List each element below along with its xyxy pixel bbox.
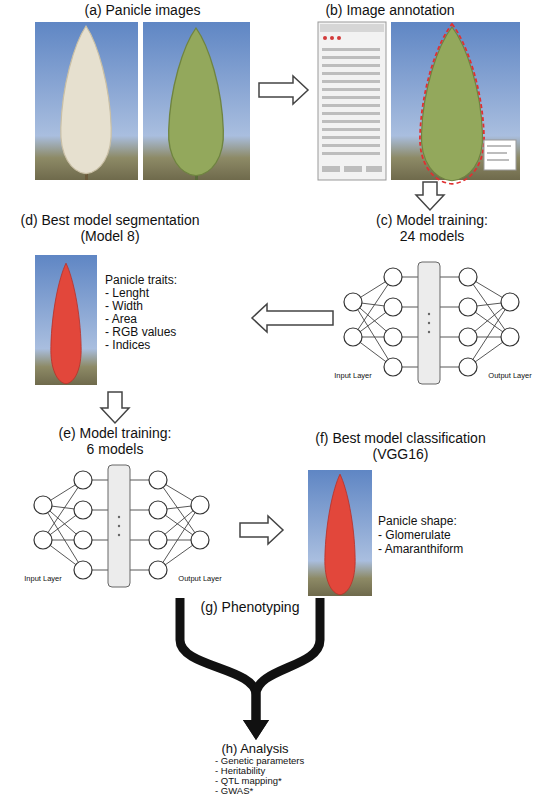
merge-arrow	[180, 598, 256, 720]
file-list	[322, 128, 380, 131]
photo	[308, 470, 372, 596]
popup-line	[487, 152, 507, 154]
pipeline-panel: (a) Panicle images	[30, 2, 257, 180]
file-list	[322, 88, 380, 91]
file-list	[322, 120, 380, 123]
annotation-screenshot	[318, 22, 520, 184]
segmented-photo	[35, 255, 97, 385]
list-heading: Panicle shape:	[378, 515, 457, 528]
layer-label: Input Layer	[23, 575, 63, 583]
list-item: - Heritability	[215, 766, 265, 776]
photo	[391, 22, 520, 180]
connectors	[101, 76, 444, 720]
file-list	[322, 48, 380, 51]
segmented-panicle	[325, 474, 355, 595]
panicle-photos	[35, 22, 250, 180]
pipeline-panel: (h) Analysis- Genetic parameters- Herita…	[170, 742, 342, 797]
segmented-panicle	[51, 263, 81, 384]
list-heading: Panicle traits:	[105, 274, 177, 287]
panel-title: (c) Model training: 24 models	[372, 212, 492, 244]
list-item: - Genetic parameters	[215, 756, 304, 766]
panicle	[169, 28, 224, 176]
panel-title: (h) Analysis	[170, 742, 340, 756]
list-item: - Width	[105, 300, 143, 313]
file-list	[322, 136, 380, 139]
block-arrow	[259, 76, 308, 104]
attribute-popup	[484, 140, 516, 170]
file-list	[322, 144, 380, 147]
photo	[35, 22, 138, 180]
panel-title: (e) Model training: 6 models	[55, 425, 175, 457]
file-list	[322, 112, 380, 115]
pipeline-panel: (b) Image annotation	[310, 2, 525, 180]
layer-label: Input Layer	[333, 372, 373, 380]
panel-title: (b) Image annotation	[310, 2, 470, 18]
tool-icon	[330, 36, 334, 40]
panel-title: (a) Panicle images	[30, 2, 255, 18]
pipeline-panel: (e) Model training: 6 models	[15, 425, 238, 598]
list-item: - Amaranthiform	[378, 543, 463, 556]
photo	[35, 255, 97, 385]
file-list	[322, 56, 380, 59]
file-list	[322, 64, 380, 67]
tool-icon	[337, 36, 341, 40]
list-item: - Area	[105, 313, 137, 326]
software-panel	[318, 22, 386, 180]
file-list	[344, 166, 362, 172]
file-list	[322, 48, 382, 172]
panicle	[421, 27, 482, 181]
pipeline-panel: (d) Best model segmentation (Model 8) Pan…	[10, 212, 250, 390]
list-item: - RGB values	[105, 326, 176, 339]
file-list	[322, 104, 380, 107]
block-arrow	[416, 182, 444, 210]
file-list	[322, 96, 380, 99]
panel-title: (f) Best model classification (VGG16)	[308, 430, 493, 462]
toolbar	[320, 24, 384, 32]
file-list	[322, 152, 380, 155]
list-item: - Indices	[105, 339, 150, 352]
step-label: (g) Phenotyping	[200, 600, 301, 615]
classified-photo	[308, 470, 372, 596]
list-item: - GWAS*	[215, 786, 253, 796]
popup-line	[487, 159, 509, 161]
list-item: - Glomerulate	[378, 529, 451, 542]
popup-line	[487, 145, 511, 147]
block-arrow	[101, 392, 129, 423]
neural-network	[34, 465, 209, 587]
panel-title: (d) Best model segmentation (Model 8)	[15, 212, 205, 244]
pipeline-panel: (f) Best model classification (VGG16) Pan…	[285, 430, 540, 598]
file-list	[322, 166, 340, 172]
merge-arrow	[256, 598, 320, 720]
list-item: - QTL mapping*	[215, 776, 282, 786]
panicle	[61, 26, 112, 174]
photo	[143, 22, 250, 180]
file-list	[322, 80, 380, 83]
block-arrow	[240, 516, 283, 544]
tool-icon	[323, 36, 327, 40]
file-list	[322, 72, 380, 75]
pipeline-panel: (c) Model training: 24 models	[335, 212, 530, 394]
annotation-outline	[420, 24, 484, 184]
neural-network	[344, 262, 519, 384]
list-item: - Lenght	[105, 287, 149, 300]
file-list	[366, 166, 382, 172]
layer-label: Output Layer	[487, 372, 532, 380]
block-arrow	[252, 304, 333, 332]
layer-label: Output Layer	[177, 575, 222, 583]
